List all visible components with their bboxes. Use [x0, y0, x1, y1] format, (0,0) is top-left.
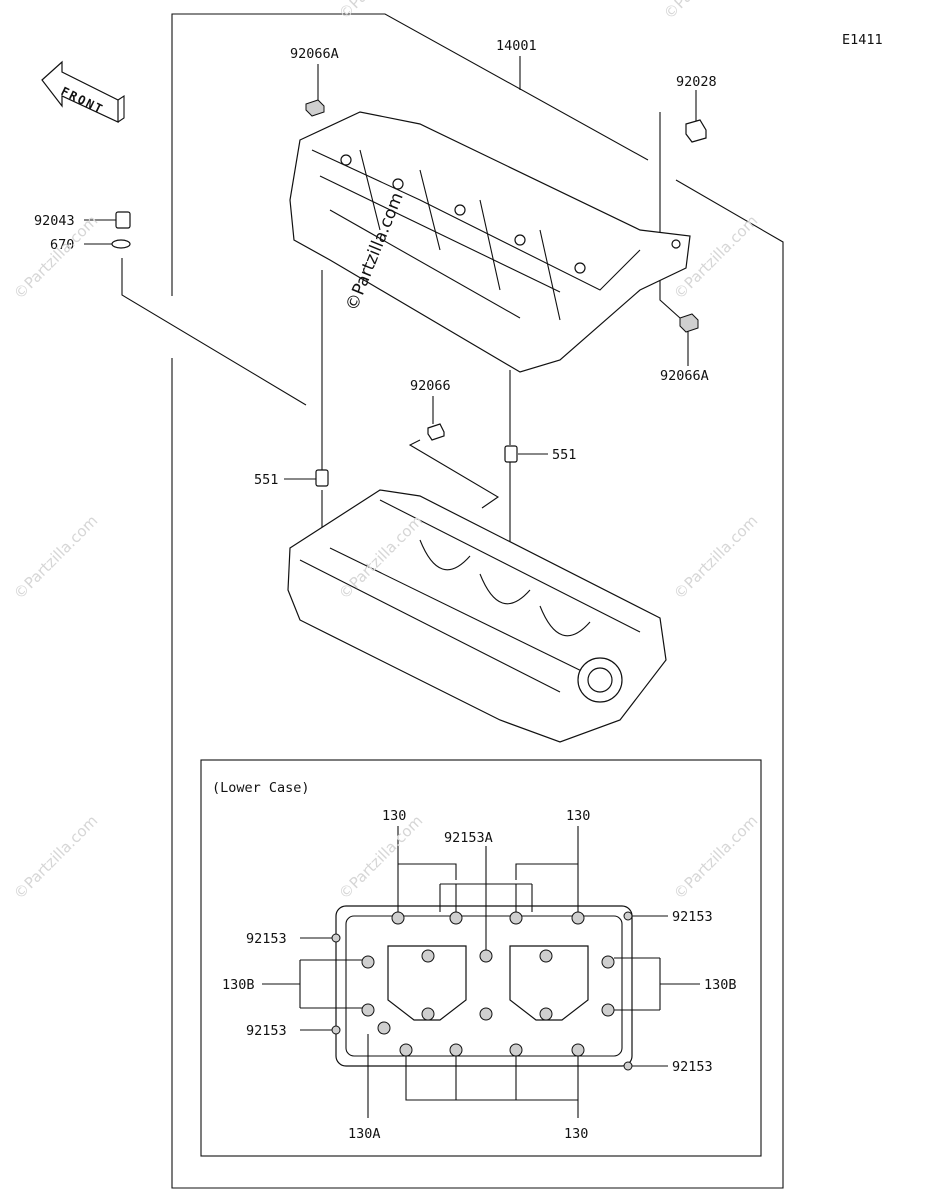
svg-text:©Partzilla.com: ©Partzilla.com [670, 512, 761, 603]
svg-text:©Partzilla.com: ©Partzilla.com [335, 812, 426, 903]
label-130-top-left: 130 [382, 808, 406, 824]
svg-text:©Partzilla.com: ©Partzilla.com [10, 812, 101, 903]
lower-case-bottom-view [331, 905, 633, 1071]
label-551-right: 551 [552, 447, 576, 463]
dowel-551-right [504, 445, 518, 463]
oring-670 [111, 239, 131, 249]
label-92043: 92043 [34, 213, 75, 229]
label-92153-top-right: 92153 [672, 909, 713, 925]
plug-92043 [115, 211, 131, 229]
label-92153-bottom-right: 92153 [672, 1059, 713, 1075]
svg-text:©Partzilla.com: ©Partzilla.com [335, 0, 426, 23]
label-92066a-top: 92066A [290, 46, 339, 62]
plug-92066 [427, 423, 445, 441]
label-551-left: 551 [254, 472, 278, 488]
label-92153a: 92153A [444, 830, 493, 846]
label-670: 670 [50, 237, 74, 253]
label-130b-left: 130B [222, 977, 255, 993]
label-14001: 14001 [496, 38, 537, 54]
outer-frame [171, 13, 784, 1189]
lower-case-inset [200, 759, 762, 1157]
label-130a: 130A [348, 1126, 381, 1142]
label-130b-right: 130B [704, 977, 737, 993]
bushing-92028 [685, 119, 707, 143]
dowel-551-left [315, 469, 329, 487]
bolt-92066a-top [305, 99, 325, 117]
part-labels: 14001 92066A 92028 92066A 92043 670 9206… [34, 38, 737, 1142]
small-parts [111, 99, 707, 487]
diagram-code: E1411 [842, 32, 883, 48]
upper-crankcase [289, 111, 691, 373]
svg-text:©Partzilla.com: ©Partzilla.com [670, 812, 761, 903]
label-92153-top-left: 92153 [246, 931, 287, 947]
label-92066a-right: 92066A [660, 368, 709, 384]
front-arrow-icon: FRONT [41, 60, 125, 123]
bolt-92066a-right [679, 313, 699, 333]
label-92066: 92066 [410, 378, 451, 394]
label-130-bottom: 130 [564, 1126, 588, 1142]
svg-text:©Partzilla.com: ©Partzilla.com [10, 512, 101, 603]
lower-crankcase [287, 489, 667, 743]
inset-title: (Lower Case) [212, 780, 310, 796]
label-92028: 92028 [676, 74, 717, 90]
leader-lines [84, 56, 697, 690]
svg-text:©Partzilla.com: ©Partzilla.com [660, 0, 751, 23]
label-130-top-right: 130 [566, 808, 590, 824]
lower-leader-lines [262, 826, 700, 1118]
label-92153-bottom-left: 92153 [246, 1023, 287, 1039]
